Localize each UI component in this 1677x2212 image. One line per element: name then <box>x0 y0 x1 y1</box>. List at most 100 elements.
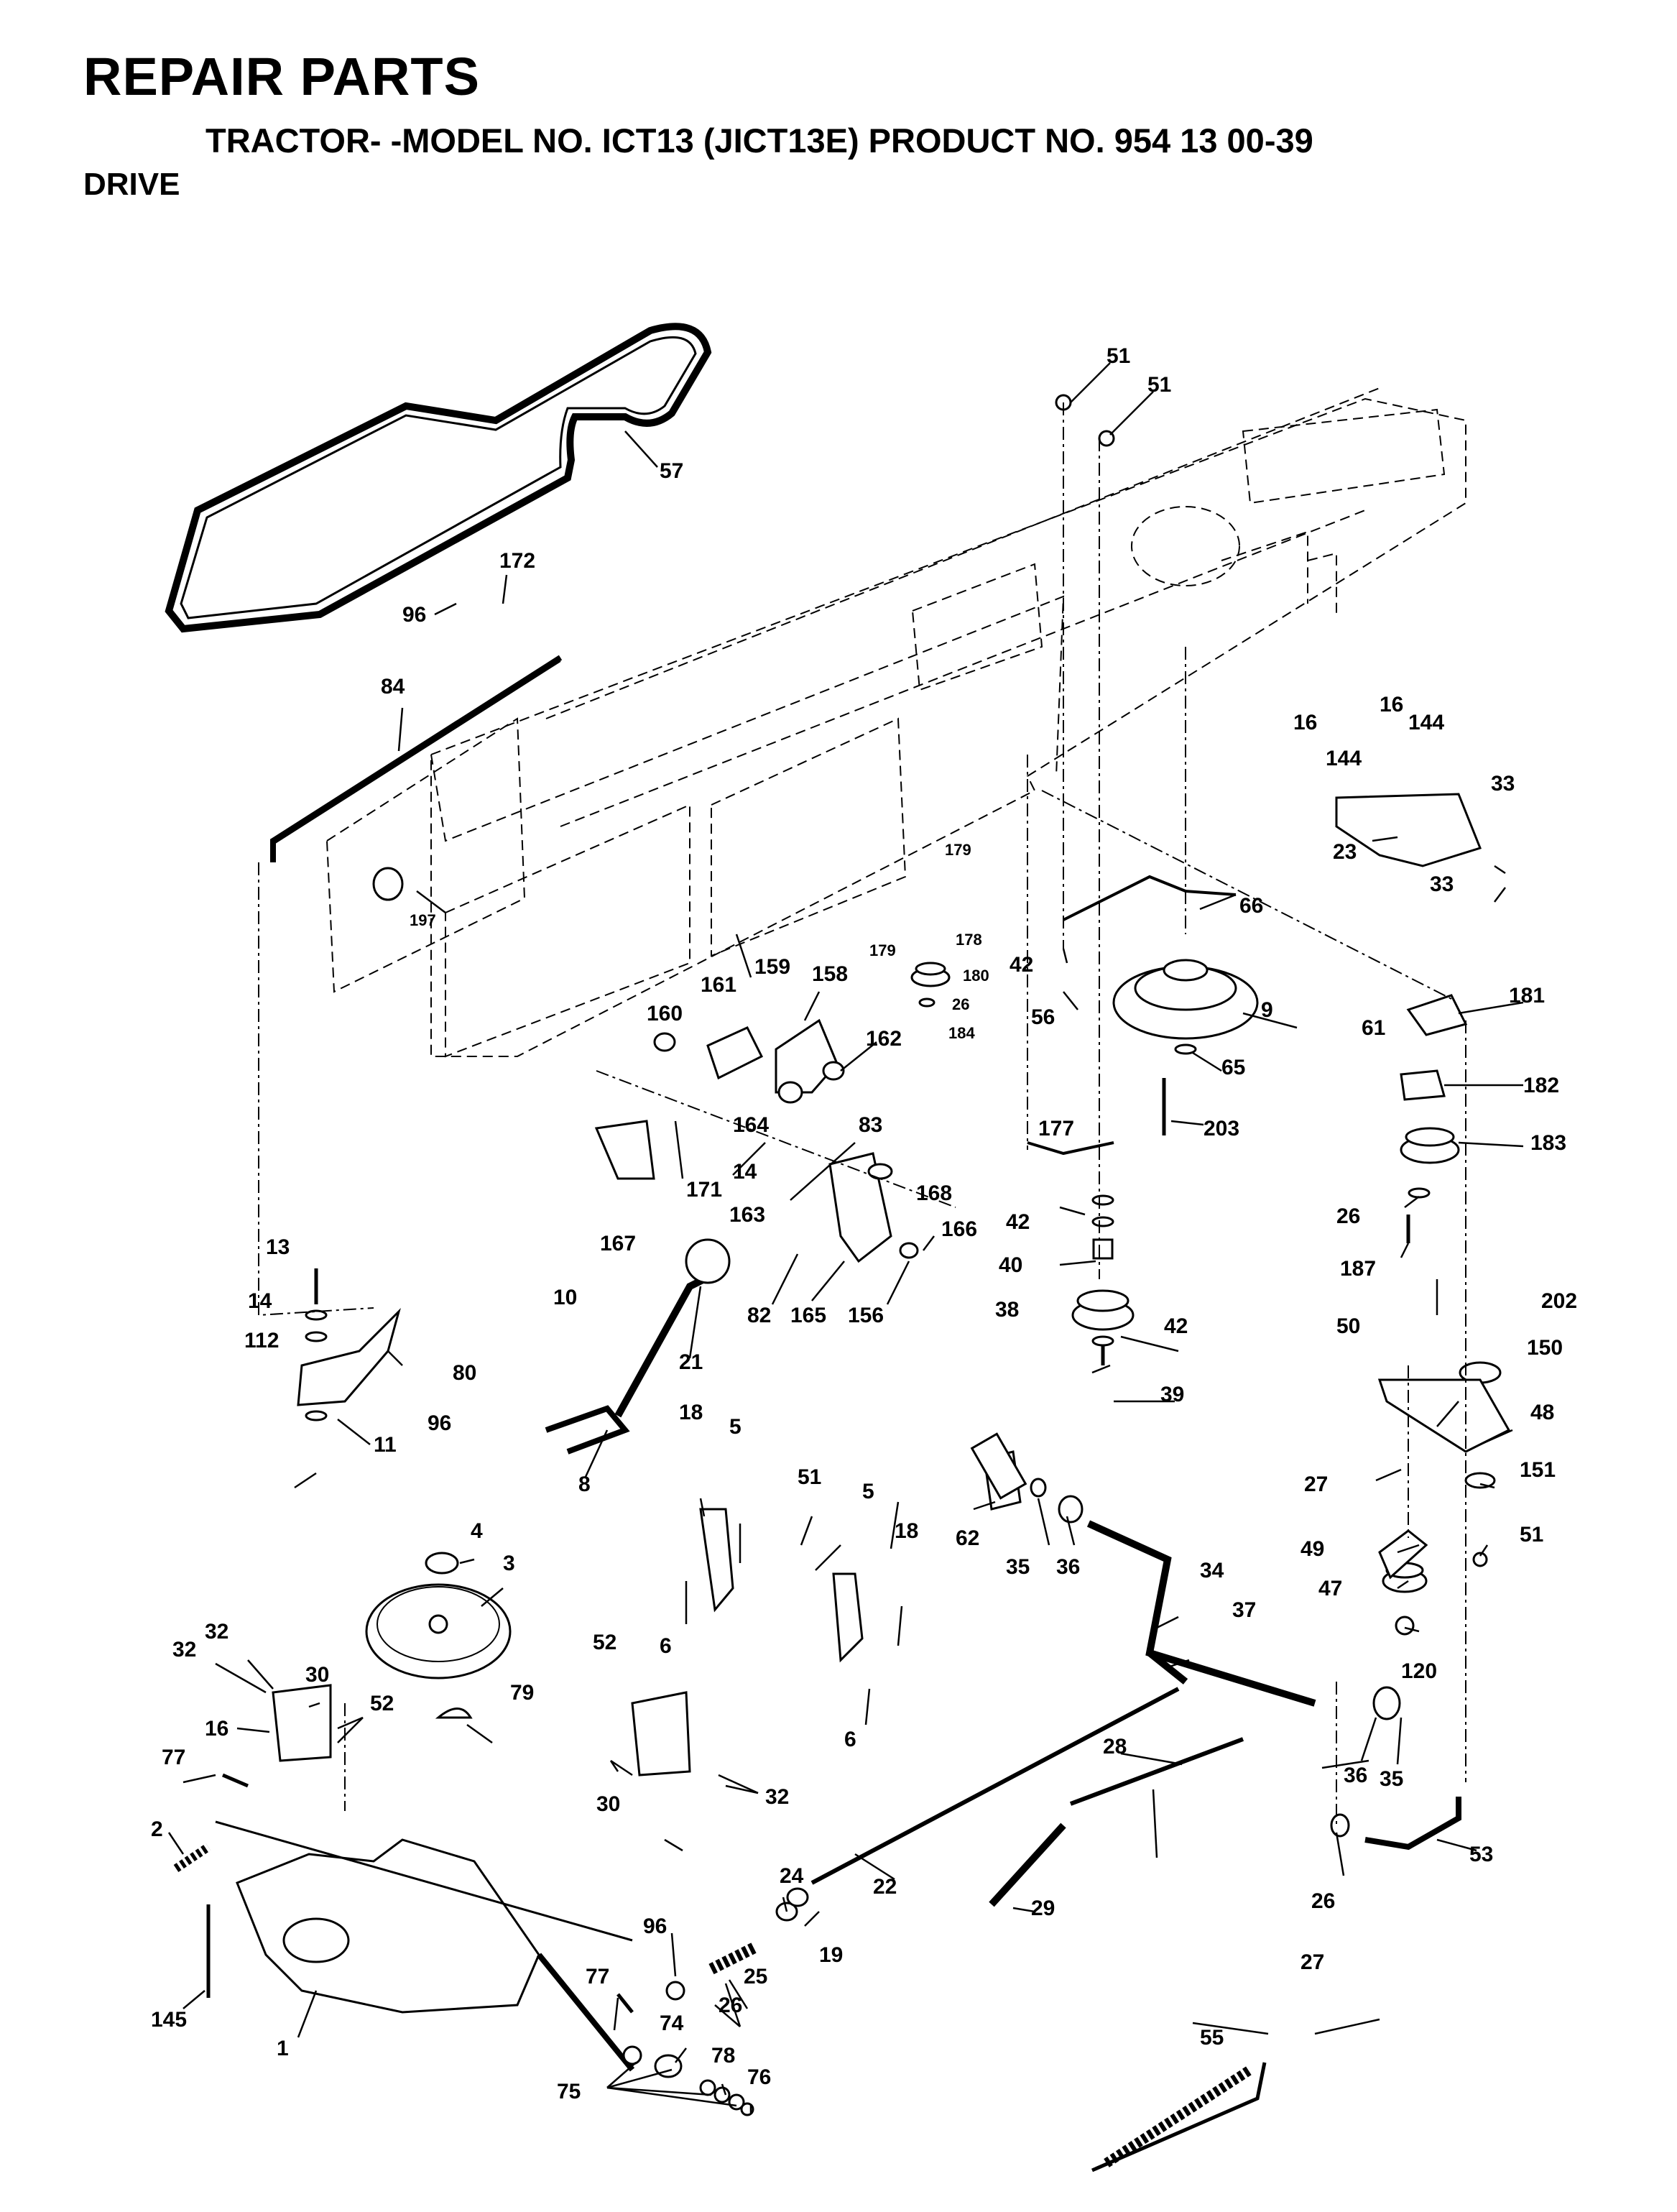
page-title: REPAIR PARTS <box>83 47 480 106</box>
callout-14: 14 <box>248 1289 272 1313</box>
callout-77: 77 <box>162 1746 185 1769</box>
bracket-30b <box>631 1691 691 1776</box>
idler-arm-rod-34 <box>1086 1520 1316 1707</box>
callout-4: 4 <box>471 1519 483 1543</box>
callout-6: 6 <box>660 1634 672 1658</box>
callout-96: 96 <box>643 1914 667 1938</box>
callout-21: 21 <box>679 1350 703 1374</box>
callout-82: 82 <box>747 1304 771 1327</box>
callout-23: 23 <box>1333 840 1357 864</box>
bracket-167 <box>594 1120 655 1180</box>
callout-78: 78 <box>711 2044 735 2068</box>
pulley-180 <box>910 962 951 987</box>
callout-3: 3 <box>503 1552 515 1575</box>
callout-16: 16 <box>205 1717 228 1741</box>
bracket-23 <box>1335 793 1482 867</box>
transaxle <box>215 1820 635 2072</box>
callout-40: 40 <box>999 1253 1022 1277</box>
callout-181: 181 <box>1509 984 1545 1008</box>
callout-57: 57 <box>660 459 683 483</box>
callout-83: 83 <box>859 1113 882 1137</box>
callout-161: 161 <box>701 973 736 997</box>
callout-158: 158 <box>812 962 848 986</box>
callout-177: 177 <box>1038 1117 1074 1140</box>
callout-84: 84 <box>381 675 405 699</box>
callout-9: 9 <box>1261 998 1273 1022</box>
callout-202: 202 <box>1541 1289 1577 1313</box>
callout-19: 19 <box>819 1943 843 1967</box>
callout-11: 11 <box>374 1433 397 1457</box>
callout-39: 39 <box>1160 1383 1184 1406</box>
callout-1: 1 <box>277 2037 289 2060</box>
callout-172: 172 <box>499 549 535 573</box>
callout-29: 29 <box>1031 1897 1055 1920</box>
callout-145: 145 <box>151 2008 187 2032</box>
callout-75: 75 <box>557 2080 581 2103</box>
callout-79: 79 <box>510 1681 534 1705</box>
callout-30: 30 <box>305 1663 329 1687</box>
callout-52: 52 <box>593 1631 616 1654</box>
callout-32: 32 <box>765 1785 789 1809</box>
bracket-5b <box>832 1572 864 1663</box>
tractor-frame <box>325 387 1466 1058</box>
callout-36: 36 <box>1056 1555 1080 1579</box>
callout-24: 24 <box>780 1864 804 1888</box>
callout-150: 150 <box>1527 1336 1563 1360</box>
callout-55: 55 <box>1200 2026 1224 2050</box>
callout-42: 42 <box>1010 953 1033 977</box>
callout-5: 5 <box>862 1480 874 1503</box>
callout-47: 47 <box>1318 1577 1342 1600</box>
callout-36: 36 <box>1344 1764 1367 1787</box>
shift-rod <box>270 655 563 862</box>
callout-162: 162 <box>866 1027 902 1051</box>
rod-28 <box>989 1737 1244 1907</box>
callout-32: 32 <box>172 1638 196 1662</box>
callout-159: 159 <box>754 955 790 979</box>
callout-96: 96 <box>402 603 426 627</box>
bracket-49 <box>1378 1529 1428 1580</box>
callout-112: 112 <box>244 1329 279 1352</box>
callout-28: 28 <box>1103 1735 1127 1759</box>
callout-33: 33 <box>1430 872 1454 896</box>
pulley-9 <box>1112 959 1259 1040</box>
callout-164: 164 <box>733 1113 769 1137</box>
callout-178: 178 <box>956 931 982 949</box>
callout-30: 30 <box>596 1792 620 1816</box>
pulley-38 <box>1071 1289 1135 1331</box>
callout-18: 18 <box>679 1401 703 1424</box>
callout-156: 156 <box>848 1304 884 1327</box>
callout-49: 49 <box>1301 1537 1324 1561</box>
callout-77: 77 <box>586 1965 609 1989</box>
callout-197: 197 <box>410 911 436 929</box>
rod-53 <box>1364 1797 1461 1851</box>
callout-2: 2 <box>151 1817 163 1841</box>
callout-144: 144 <box>1326 747 1362 770</box>
callout-151: 151 <box>1520 1458 1556 1482</box>
callout-34: 34 <box>1200 1559 1224 1582</box>
callout-32: 32 <box>205 1620 228 1644</box>
hardware <box>206 394 1496 2116</box>
bracket-30a <box>272 1684 332 1762</box>
section-title: DRIVE <box>83 167 180 202</box>
callout-42: 42 <box>1164 1314 1188 1338</box>
callout-187: 187 <box>1340 1257 1376 1281</box>
spring-25 <box>708 1942 757 1975</box>
callout-18: 18 <box>895 1519 918 1543</box>
callout-42: 42 <box>1006 1210 1030 1234</box>
callout-76: 76 <box>747 2065 771 2089</box>
callout-26: 26 <box>1311 1889 1335 1913</box>
spring-55 <box>1091 2062 1267 2172</box>
callout-165: 165 <box>790 1304 826 1327</box>
callout-26: 26 <box>952 995 969 1013</box>
callout-51: 51 <box>1107 344 1130 368</box>
callout-14: 14 <box>733 1160 757 1184</box>
callout-25: 25 <box>744 1965 767 1989</box>
callout-37: 37 <box>1232 1598 1256 1622</box>
callout-27: 27 <box>1301 1950 1324 1974</box>
drive-belt <box>165 323 712 633</box>
callout-33: 33 <box>1491 772 1515 796</box>
callout-62: 62 <box>956 1526 979 1550</box>
callout-51: 51 <box>798 1465 821 1489</box>
callout-51: 51 <box>1520 1523 1543 1547</box>
model-subtitle: TRACTOR- -MODEL NO. ICT13 (JICT13E) PROD… <box>205 121 1313 160</box>
